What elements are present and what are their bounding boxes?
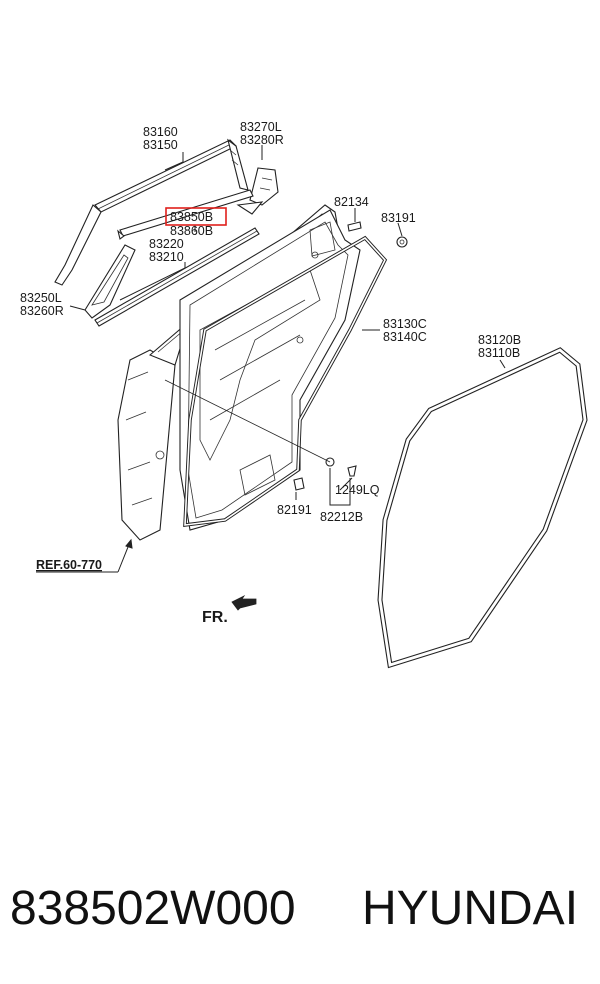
- callout-83140C: 83140C: [383, 330, 427, 344]
- door-body: [117, 204, 361, 541]
- highlight-box: [165, 207, 227, 226]
- callout-83110B: 83110B: [478, 346, 520, 360]
- belt-weatherstrip: [117, 189, 254, 240]
- delta-bracket: [236, 167, 279, 215]
- callout-83270L: 83270L: [240, 120, 282, 134]
- brand-name: HYUNDAI: [362, 882, 579, 935]
- callout-83191: 83191: [381, 211, 416, 225]
- plug-82191: [293, 477, 305, 491]
- callout-83210: 83210: [149, 250, 184, 264]
- callout-83120B: 83120B: [478, 333, 521, 347]
- callout-83260R: 83260R: [20, 304, 64, 318]
- body-weatherstrip: [377, 347, 588, 669]
- callout-82134: 82134: [334, 195, 369, 209]
- callout-83280R: 83280R: [240, 133, 284, 147]
- screw-1249LQ: [347, 465, 357, 477]
- door-opening-seal: [183, 235, 388, 527]
- callout-83130C: 83130C: [383, 317, 427, 331]
- front-label: FR.: [202, 609, 228, 626]
- quarter-glass: [84, 244, 136, 319]
- grommet-83191: [396, 236, 408, 248]
- callout-83860B: 83860B: [170, 224, 213, 238]
- ref-arrowhead: [125, 538, 133, 549]
- glass-run-channel: [54, 138, 249, 286]
- part-number: 838502W000: [10, 882, 296, 935]
- front-arrow-icon: [231, 594, 257, 611]
- belt-inner: [94, 227, 260, 327]
- callout-83150: 83150: [143, 138, 178, 152]
- callout-83850B: 83850B: [170, 210, 213, 224]
- callout-83220: 83220: [149, 237, 184, 251]
- clip-82134: [347, 221, 362, 232]
- callout-82191: 82191: [277, 503, 312, 517]
- callout-82212B: 82212B: [320, 510, 363, 524]
- callout-83250L: 83250L: [20, 291, 62, 305]
- callout-83160: 83160: [143, 125, 178, 139]
- callout-1249LQ: 1249LQ: [335, 483, 380, 497]
- ref-label: REF.60-770: [36, 558, 102, 572]
